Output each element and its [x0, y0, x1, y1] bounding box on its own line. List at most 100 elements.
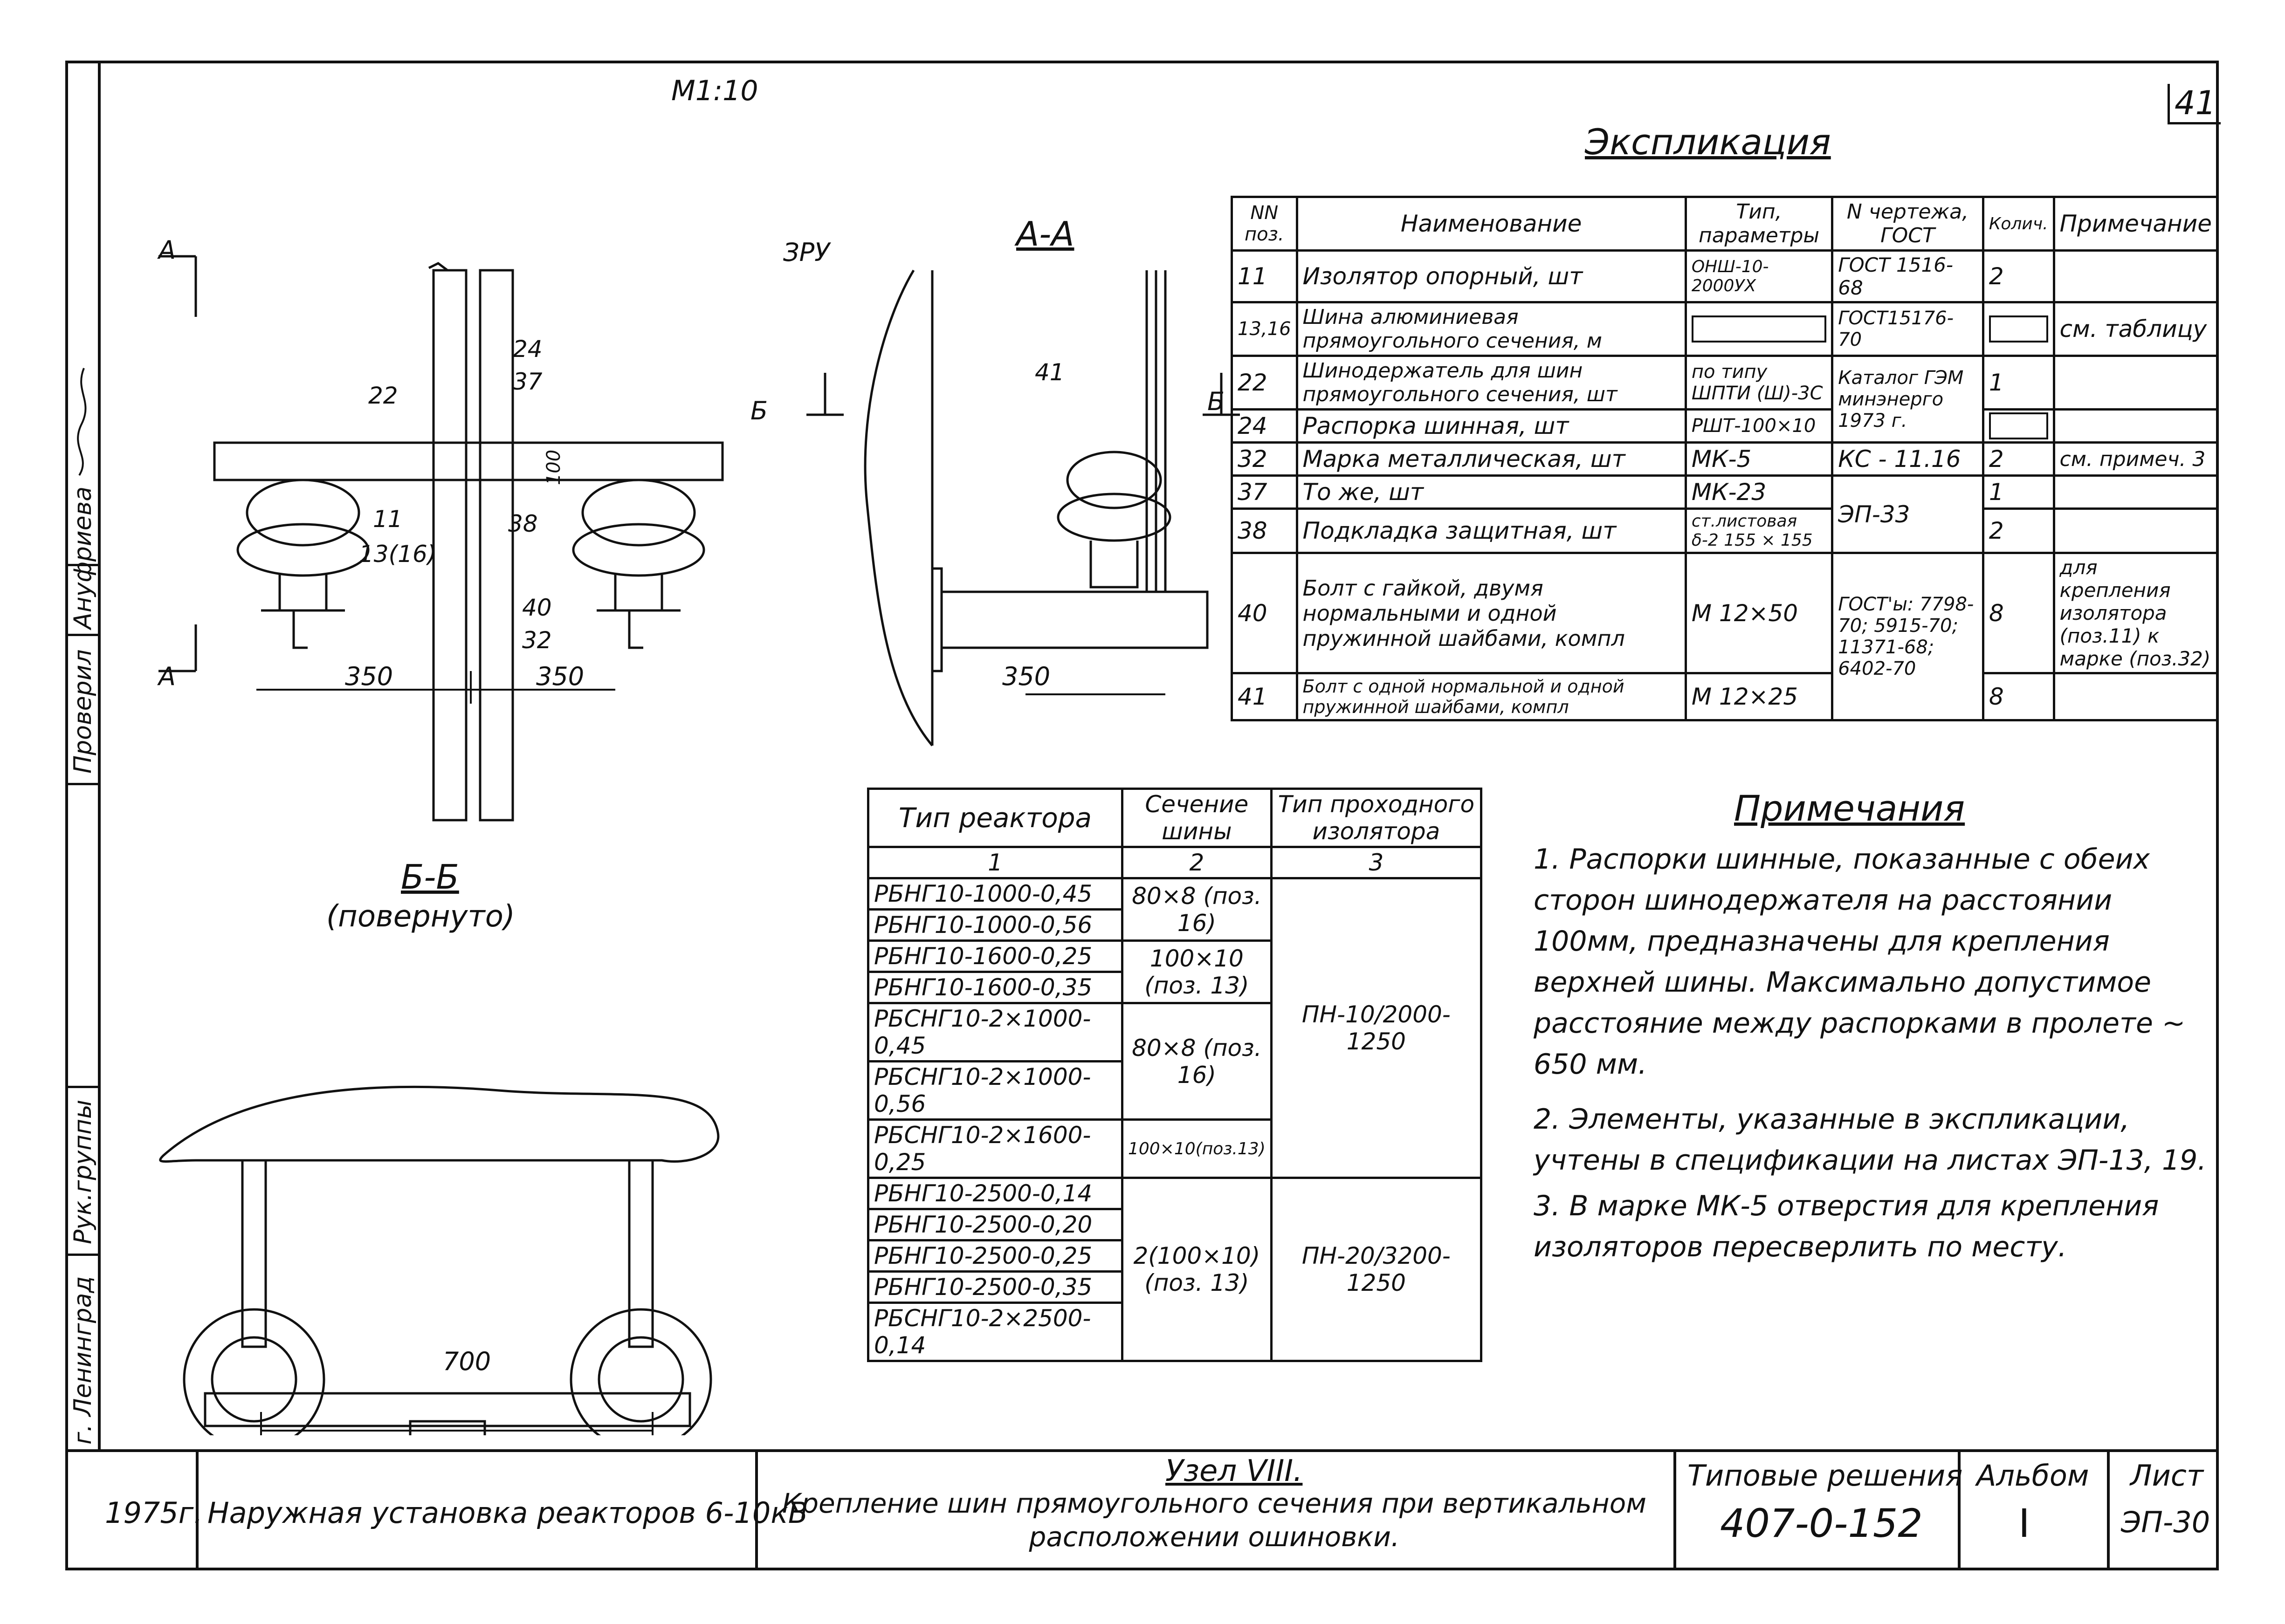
explication-header-pos: NN поз.: [1231, 196, 1298, 252]
explication-cell: 41: [1231, 672, 1298, 721]
explication-row: 11 Изолятор опорный, шт ОНШ-10-2000УХ ГО…: [1231, 249, 2219, 303]
explication-cell: 1: [1982, 355, 2055, 411]
dim-700: 700: [443, 1347, 491, 1376]
explication-cell: [2052, 474, 2219, 510]
note-item: 3. В марке МК-5 отверстия для крепления …: [1534, 1190, 2159, 1263]
title-block-divider: [1958, 1449, 1961, 1570]
explication-cell: ГОСТ 1516-68: [1831, 249, 1984, 303]
reactor-row: РБНГ10-1000-0,45 80×8 (поз. 16) ПН-10/20…: [867, 877, 1483, 1179]
position-40: 40: [522, 594, 552, 621]
reactor-type: РБНГ10-1000-0,56: [867, 908, 1123, 942]
reactor-row: РБНГ10-1600-0,35: [867, 971, 1481, 1004]
section-mark-a-top: А: [158, 235, 176, 265]
reactor-type: РБНГ10-2500-0,35: [867, 1270, 1123, 1304]
section-bb-rotated: (повернуто): [326, 899, 515, 934]
reactor-section: 2(100×10) (поз. 13): [1121, 1177, 1273, 1362]
explication-cell: То же, шт: [1295, 474, 1687, 510]
typical-solutions-number: 407-0-152: [1720, 1501, 1923, 1546]
explication-cell: по типу ШПТИ (Ш)-3С: [1684, 355, 1834, 411]
reactor-section: 100×10(поз.13): [1121, 1118, 1273, 1179]
reactor-type: РБСНГ10-2×2500-0,14: [867, 1302, 1123, 1362]
reactor-section: 100×10 (поз. 13): [1121, 939, 1273, 1004]
title-block-divider: [1673, 1449, 1676, 1570]
position-22: 22: [368, 382, 398, 409]
album-value: I: [2018, 1501, 2030, 1546]
title-project: Наружная установка реакторов 6-10кВ: [207, 1496, 808, 1530]
dim-350-left: 350: [345, 662, 393, 691]
reactor-type: РБНГ10-2500-0,14: [867, 1177, 1123, 1210]
explication-header-note: Примечание: [2052, 196, 2219, 252]
sheet-frame: [65, 61, 2219, 1570]
explication-cell: [2052, 507, 2219, 554]
position-32: 32: [522, 627, 552, 654]
title-block-divider: [196, 1449, 199, 1570]
explication-cell: Изолятор опорный, шт: [1295, 249, 1687, 303]
reactor-col-numbers: 1 2 3: [867, 846, 1483, 879]
reactor-row: РБНГ10-2500-0,14 2(100×10) (поз. 13) ПН-…: [867, 1177, 1483, 1362]
typical-solutions-label: Типовые решения: [1687, 1459, 1963, 1493]
explication-cell: М 12×50: [1684, 552, 1834, 674]
position-41: 41: [1035, 359, 1065, 386]
reactor-insulator: ПН-20/3200-1250: [1270, 1177, 1483, 1362]
blank-field: [1989, 315, 2048, 343]
notes-title: Примечания: [1734, 788, 1965, 829]
reactor-type: РБНГ10-1600-0,25: [867, 939, 1123, 973]
reactor-type: РБНГ10-1600-0,35: [867, 971, 1123, 1004]
reactor-header-section: Сечение шины: [1121, 788, 1273, 848]
title-block-divider: [755, 1449, 758, 1570]
dim-350-section: 350: [1002, 662, 1051, 691]
explication-cell: ст.листовая δ-2 155 × 155: [1684, 507, 1834, 554]
explication-row: 38 Подкладка защитная, шт ст.листовая δ-…: [1231, 507, 2219, 554]
explication-cell: 13,16: [1231, 301, 1298, 357]
album-label: Альбом: [1976, 1459, 2089, 1493]
reactor-type: РБНГ10-2500-0,20: [867, 1208, 1123, 1241]
notes-list: 1. Распорки шинные, показанные с обеих с…: [1534, 839, 2209, 1268]
explication-cell: ГОСТ15176-70: [1831, 301, 1984, 357]
explication-cell: [2052, 408, 2219, 444]
stamp-separator: [65, 1086, 98, 1088]
explication-cell: 37: [1231, 474, 1298, 510]
reactor-type: РБНГ10-1000-0,45: [867, 877, 1123, 911]
explication-row: 32 Марка металлическая, шт МК-5 КС - 11.…: [1231, 441, 2219, 477]
explication-cell: Болт с одной нормальной и одной пружинно…: [1295, 672, 1687, 721]
position-37: 37: [513, 368, 543, 395]
explication-cell: 1: [1982, 474, 2055, 510]
reactor-type: РБСНГ10-2×1000-0,45: [867, 1002, 1123, 1062]
stamp-group-head-label: Рук.группы: [69, 1099, 97, 1244]
explication-cell: для крепления изолятора (поз.11) к марке…: [2052, 552, 2219, 674]
explication-cell: [1684, 301, 1834, 357]
section-aa-title: А-А: [1016, 214, 1074, 254]
explication-cell: см. таблицу: [2052, 301, 2219, 357]
title-year: 1975г.: [105, 1496, 203, 1530]
explication-table: NN поз. Наименование Тип, параметры N че…: [1231, 196, 2219, 721]
position-11: 11: [373, 506, 403, 533]
explication-row: 37 То же, шт МК-23 ЭП-33 1: [1231, 474, 2219, 554]
reactor-row: РБСНГ10-2×2500-0,14: [867, 1302, 1481, 1362]
explication-cell: см. примеч. 3: [2052, 441, 2219, 477]
explication-cell: 2: [1982, 441, 2055, 477]
note-item: 1. Распорки шинные, показанные с обеих с…: [1534, 843, 2186, 1081]
reactor-type: РБНГ10-2500-0,25: [867, 1239, 1123, 1273]
explication-cell: 38: [1231, 507, 1298, 554]
explication-cell: ГОСТ'ы: 7798-70; 5915-70; 11371-68; 6402…: [1831, 552, 1984, 721]
reactor-col-number: 1: [867, 846, 1123, 879]
reactor-header-insulator: Тип проходного изолятора: [1270, 788, 1483, 848]
explication-cell: Распорка шинная, шт: [1295, 408, 1687, 444]
blank-field: [1691, 315, 1827, 343]
explication-cell: 24: [1231, 408, 1298, 444]
explication-cell: 40: [1231, 552, 1298, 674]
sheet-label: Лист: [2130, 1459, 2204, 1493]
explication-cell: [2052, 249, 2219, 303]
reactor-col-number: 3: [1270, 846, 1483, 879]
explication-header-name: Наименование: [1295, 196, 1687, 252]
explication-cell: 32: [1231, 441, 1298, 477]
explication-cell: 11: [1231, 249, 1298, 303]
explication-cell: Подкладка защитная, шт: [1295, 507, 1687, 554]
stamp-checked-name: Ануфриева: [69, 486, 97, 629]
reactor-row: РБСНГ10-2×1600-0,25 100×10(поз.13): [867, 1118, 1481, 1179]
blank-field: [1989, 412, 2048, 439]
explication-cell: Шинодержатель для шин прямоугольного сеч…: [1295, 355, 1687, 411]
dim-100: 100: [543, 449, 565, 486]
reactor-row: РБНГ10-2500-0,25: [867, 1239, 1481, 1273]
explication-row: 24 Распорка шинная, шт РШТ-100×10: [1231, 408, 2219, 444]
